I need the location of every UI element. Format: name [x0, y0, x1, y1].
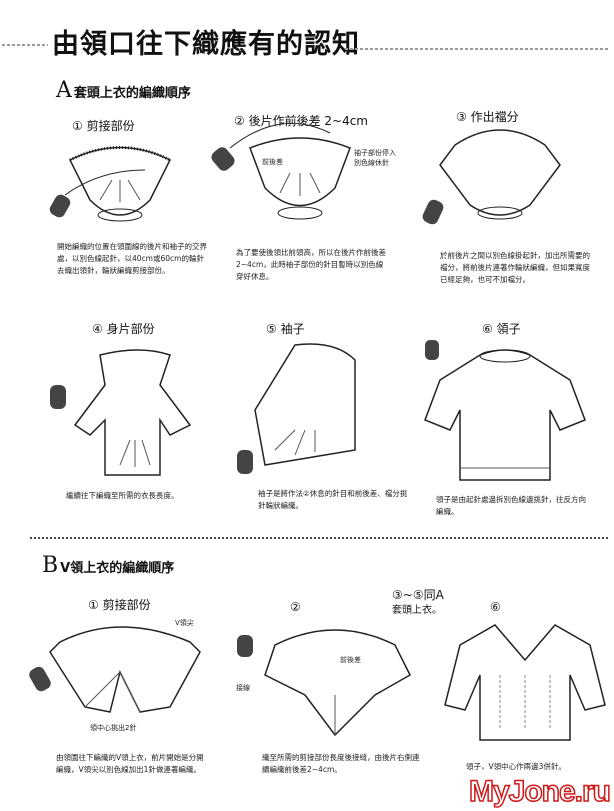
annotation-center-pickup: 領中心挑出2針 — [90, 724, 137, 732]
section-b-letter: B — [42, 553, 59, 578]
step-b1-caption: 由領圍往下編織的V領上衣，前片開始是分開編織，V領尖以別色線加出1針做連著編織。 — [56, 753, 204, 774]
v-neck-yoke-illustration — [29, 626, 201, 713]
step-b6-label: ⑥ — [490, 600, 501, 614]
section-a-title: 套頭上衣的編織順序 — [73, 86, 191, 101]
step-a1-caption: 開始編織的位置在領圍線的後片和袖子的交界處，以別色線起針，以40cm或60cm的… — [57, 242, 207, 275]
annotation-front-back-diff: 前後差 — [262, 158, 283, 166]
annotation-v-point: V領尖 — [175, 619, 194, 627]
section-divider — [30, 537, 608, 539]
step-b2-label: ② — [290, 600, 301, 614]
step-a6-label: ⑥ 領子 — [482, 322, 521, 336]
section-b-title: V領上衣的編織順序 — [60, 561, 175, 576]
step-a6-caption: 領子是由起針處邊拆別色線邊挑針，往反方向編織。 — [436, 495, 586, 516]
step-b3-sublabel: 套頭上衣。 — [392, 605, 442, 616]
title-rule-left — [2, 44, 48, 46]
v-neck-join-illustration — [237, 629, 411, 737]
step-b2-caption: 織至所需的剪接部份長度後接縫，由後片右側連續編織前後差2~4cm。 — [262, 753, 420, 774]
annotation-b2-front-back-diff: 前後差 — [340, 656, 361, 664]
step-a4-caption: 繼續往下編織至所需的衣長長度。 — [66, 491, 179, 500]
step-a4-label: ④ 身片部份 — [92, 322, 155, 336]
step-a2-label: ② 後片作前後差 2~4cm — [234, 114, 368, 128]
step-a5-caption: 袖子是將作法②休息的針目和前後差、襠分挑針輪狀編織。 — [258, 489, 408, 510]
annotation-sleeve-hold: 袖子部份停入別色線休針 — [354, 149, 396, 167]
step-b1-label: ① 剪接部份 — [88, 598, 151, 612]
step-a3-caption: 於前後片之間以別色線掛起針，加出所需要的襠分，將前後片連著作輪狀編織，但如果寬度… — [440, 251, 590, 284]
gusset-illustration — [422, 129, 561, 225]
finished-sweater-illustration — [424, 340, 586, 481]
step-a3-label: ③ 作出襠分 — [456, 110, 519, 124]
title-rule-right — [345, 48, 610, 50]
annotation-join: 接線 — [236, 684, 250, 692]
step-b3-label: ③~⑤同A — [392, 588, 444, 602]
step-a5-label: ⑤ 袖子 — [266, 322, 305, 336]
section-a-letter: A — [56, 78, 72, 103]
step-a1-label: ① 剪接部份 — [72, 119, 135, 133]
watermark-logo: MyJone.ru — [468, 774, 612, 809]
page-title: 由領口往下織應有的認知 — [52, 29, 360, 60]
yoke-illustration — [49, 146, 172, 222]
sleeve-illustration — [237, 343, 356, 474]
back-raise-illustration — [211, 122, 351, 220]
step-b6-caption: 領子，V領中心作兩邊3併針。 — [466, 762, 566, 771]
step-a2-caption: 為了要使後領比前領高，所以在後片作前後差2~4cm，此時袖子部份的針目暫時以別色… — [236, 248, 386, 281]
v-neck-sweater-illustration — [444, 624, 606, 741]
body-illustration — [50, 349, 192, 476]
